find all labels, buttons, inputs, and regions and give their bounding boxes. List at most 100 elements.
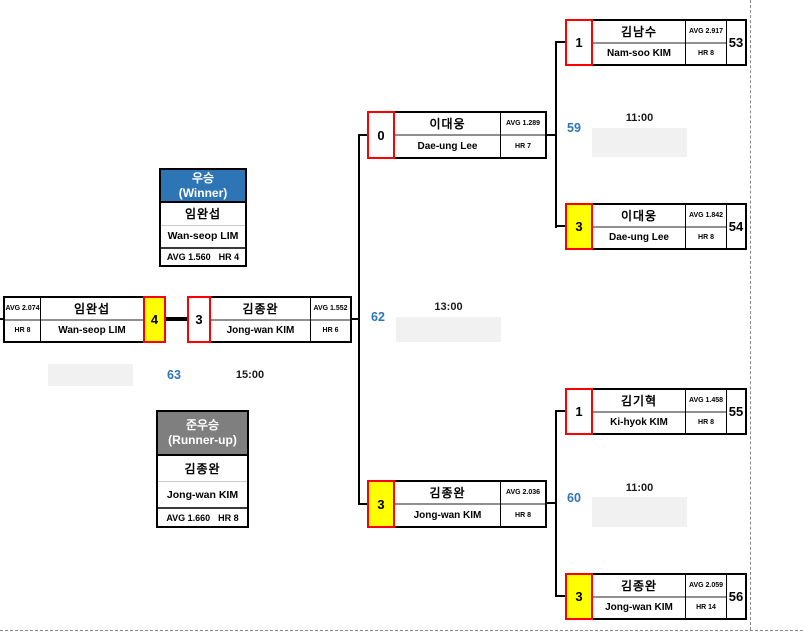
player-card-54: 3 이대웅 Dae-ung Lee AVG 1.842 HR 8 54	[565, 203, 747, 250]
connector-line	[555, 410, 557, 597]
avg-cell: AVG 1.552 HR 6	[310, 296, 352, 343]
avg-cell: AVG 1.289 HR 7	[500, 111, 547, 159]
match-number-60: 60	[567, 491, 581, 505]
avg-value: AVG 2.917	[686, 21, 726, 44]
player-name-ko: 김기혁	[593, 390, 685, 413]
avg-value: AVG 2.074	[5, 298, 40, 321]
page-break-line	[750, 0, 751, 630]
champion-name-ko: 임완섭	[184, 207, 222, 222]
player-name-en: Jong-wan KIM	[413, 510, 482, 521]
runner-up-title-en: (Runner-up)	[168, 433, 237, 447]
score-value: 3	[195, 312, 203, 327]
match-number: 54	[728, 219, 744, 234]
runner-up-card: 준우승 (Runner-up) 김종완 Jong-wan KIM AVG 1.6…	[156, 410, 249, 528]
hr-value: HR 8	[698, 234, 714, 242]
avg-value: AVG 1.552	[311, 298, 350, 321]
champion-title-ko: 우승	[191, 170, 215, 185]
connector-line	[547, 502, 557, 504]
match-number-cell: 54	[726, 203, 747, 250]
avg-cell: AVG 2.036 HR 8	[500, 480, 547, 528]
match-number-cell: 53	[726, 19, 747, 66]
score-cell: 3	[565, 573, 593, 620]
semifinal-card-bottom: 3 김종완 Jong-wan KIM AVG 2.036 HR 8	[367, 480, 547, 528]
avg-cell: AVG 1.842 HR 8	[685, 203, 726, 250]
score-cell: 4	[143, 296, 166, 343]
connector-line	[547, 134, 557, 136]
player-name-en: Nam-soo KIM	[607, 48, 671, 60]
name-cell: 김종완 Jong-wan KIM	[211, 296, 310, 343]
match-time-60: 11:00	[625, 482, 654, 494]
player-name-ko: 이대웅	[593, 205, 685, 228]
match-number: 56	[728, 589, 744, 604]
match-time-62: 13:00	[434, 301, 463, 313]
player-card-56: 3 김종완 Jong-wan KIM AVG 2.059 HR 14 56	[565, 573, 747, 620]
player-name-en: Jong-wan KIM	[605, 602, 673, 614]
player-name-en: Ki-hyok KIM	[610, 417, 668, 429]
hr-value: HR 8	[14, 327, 31, 335]
player-name-en: Dae-ung Lee	[417, 141, 478, 152]
connector-line	[352, 318, 360, 320]
runner-up-title-ko: 준우승	[185, 418, 220, 432]
player-name-en: Dae-ung Lee	[608, 232, 669, 244]
player-name-ko: 김종완	[395, 482, 500, 505]
score-cell: 3	[187, 296, 211, 343]
player-name-ko: 김종완	[211, 298, 310, 321]
avg-value: AVG 1.289	[501, 113, 545, 136]
connector-line	[358, 134, 368, 136]
champion-name-en: Wan-seop LIM	[161, 224, 245, 248]
avg-cell: AVG 2.917 HR 8	[685, 19, 726, 66]
match-number-cell: 55	[726, 388, 747, 435]
champion-stats: AVG 1.560 HR 4	[161, 247, 245, 265]
runner-up-name-en: Jong-wan KIM	[158, 481, 247, 507]
avg-value: AVG 2.036	[501, 482, 545, 505]
name-cell: 이대웅 Dae-ung Lee	[593, 203, 685, 250]
connector-line	[166, 317, 187, 321]
score-cell: 0	[367, 111, 395, 159]
connector-line	[358, 134, 360, 505]
match-number-63: 63	[167, 368, 181, 382]
name-cell: 김종완 Jong-wan KIM	[395, 480, 500, 528]
hr-value: HR 6	[322, 327, 339, 335]
connector-line	[555, 225, 565, 227]
champion-hr: HR 4	[218, 252, 240, 262]
player-name-ko: 김종완	[593, 575, 685, 598]
runner-up-header: 준우승 (Runner-up)	[158, 412, 247, 456]
score-cell: 3	[565, 203, 593, 250]
player-name-en: Jong-wan KIM	[226, 325, 295, 337]
hr-value: HR 14	[696, 604, 716, 612]
match-number-cell: 56	[726, 573, 747, 620]
name-cell: 김종완 Jong-wan KIM	[593, 573, 685, 620]
score-value: 0	[377, 127, 385, 143]
match-time-63: 15:00	[235, 369, 265, 381]
champion-header: 우승 (Winner)	[161, 170, 245, 203]
runner-up-avg: AVG 1.660	[166, 512, 211, 523]
schedule-placeholder-60	[592, 497, 687, 527]
champion-avg: AVG 1.560	[166, 252, 211, 262]
avg-value: AVG 1.458	[686, 390, 726, 413]
match-number: 53	[728, 35, 744, 50]
match-number-62: 62	[371, 310, 385, 324]
match-number-59: 59	[567, 121, 581, 135]
score-cell: 1	[565, 388, 593, 435]
final-player-card-right: 3 김종완 Jong-wan KIM AVG 1.552 HR 6	[187, 296, 352, 343]
avg-cell: AVG 2.074 HR 8	[3, 296, 40, 343]
score-cell: 3	[367, 480, 395, 528]
champion-card: 우승 (Winner) 임완섭 Wan-seop LIM AVG 1.560 H…	[159, 168, 247, 267]
connector-line	[555, 595, 565, 597]
hr-value: HR 7	[515, 143, 531, 150]
hr-value: HR 8	[698, 50, 714, 58]
avg-value: AVG 2.059	[686, 575, 726, 598]
avg-cell: AVG 2.059 HR 14	[685, 573, 726, 620]
score-value: 1	[575, 35, 583, 50]
player-name-ko: 김남수	[593, 21, 685, 44]
connector-line	[555, 41, 557, 228]
schedule-placeholder-63	[48, 364, 133, 386]
hr-value: HR 8	[698, 419, 714, 427]
runner-up-name-ko: 김종완	[184, 462, 221, 476]
champion-title-en: (Winner)	[178, 185, 228, 200]
player-name-ko: 임완섭	[41, 298, 143, 321]
score-cell: 1	[565, 19, 593, 66]
player-name-ko: 이대웅	[395, 113, 500, 136]
runner-up-stats: AVG 1.660 HR 8	[158, 507, 247, 526]
